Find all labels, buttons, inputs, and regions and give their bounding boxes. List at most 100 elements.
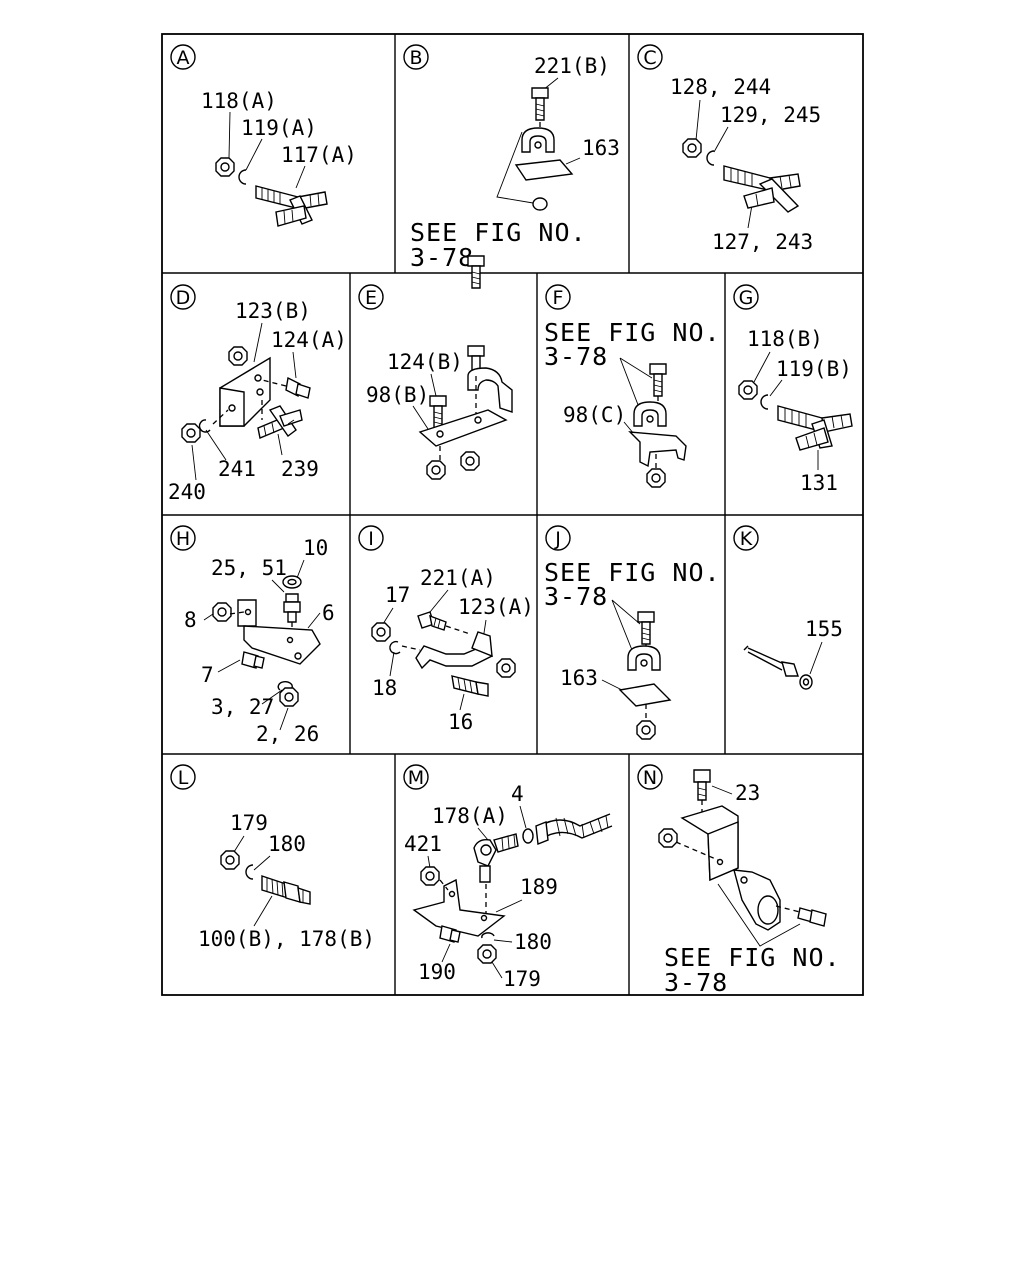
part-label: 124(B) (387, 350, 463, 374)
hose-end-icon (743, 645, 799, 677)
part-label: 118(A) (201, 89, 277, 113)
part-label: 18 (372, 676, 397, 700)
panel-j: J SEE FIG NO. 3-78 163 (544, 525, 721, 740)
bolt-icon (439, 925, 461, 943)
panel-k: K 155 (733, 525, 843, 690)
part-label: 163 (582, 136, 620, 160)
washer-icon (245, 864, 254, 880)
panel-letter: F (553, 287, 564, 309)
clamp-icon (521, 127, 555, 153)
bracket-icon (412, 878, 506, 937)
part-label: 180 (514, 930, 552, 954)
cross-fitting-icon (777, 405, 853, 451)
nut-icon (646, 468, 666, 488)
nut-icon (477, 944, 497, 964)
washer-icon (238, 169, 247, 185)
nut-icon (228, 346, 248, 366)
part-label: 25, 51 (211, 556, 287, 580)
washer-icon (760, 394, 769, 410)
bracket-icon (237, 599, 321, 665)
bolt-icon (649, 363, 667, 397)
nut-icon (426, 460, 446, 480)
nut-icon (215, 157, 235, 177)
nut-icon (279, 687, 299, 707)
panel-letter-badge (733, 525, 759, 551)
part-label: 10 (303, 536, 328, 560)
panel-letter: C (643, 47, 656, 69)
part-label: 8 (184, 608, 197, 632)
bolt-icon (429, 395, 447, 429)
panel-letter-badge (358, 525, 384, 551)
panel-letter-badge (170, 525, 196, 551)
part-label: 178(A) (432, 804, 508, 828)
panel-letter: A (177, 47, 190, 69)
part-label: 123(A) (458, 595, 534, 619)
plate-icon (418, 409, 508, 447)
see-fig-note: SEE FIG NO. (544, 318, 721, 347)
part-label: 189 (520, 875, 558, 899)
bracket-icon (219, 356, 271, 427)
nut-icon (496, 658, 516, 678)
clamp-icon (467, 367, 513, 413)
panel-grid (161, 33, 864, 996)
bolt-icon (467, 255, 485, 289)
nut-icon (420, 866, 440, 886)
see-fig-number: 3-78 (410, 243, 474, 272)
panel-letter: N (643, 767, 657, 789)
panel-i: I 17 221(A) 123(A) 18 16 (358, 525, 534, 734)
nut-icon (371, 622, 391, 642)
washer-icon (198, 419, 211, 433)
panel-letter-badge (733, 284, 759, 310)
part-label: 179 (230, 811, 268, 835)
part-label: 100(B), 178(B) (198, 927, 375, 951)
part-label: 190 (418, 960, 456, 984)
see-fig-note: SEE FIG NO. (544, 558, 721, 587)
part-label: 3, 27 (211, 695, 274, 719)
see-fig-number: 3-78 (544, 342, 608, 371)
panel-letter-badge (170, 44, 196, 70)
nut-icon (181, 423, 201, 443)
part-label: 239 (281, 457, 319, 481)
bracket-icon (628, 431, 687, 468)
panel-m: M 4 178(A) 421 189 180 190 179 (403, 764, 613, 991)
panel-letter-badge (403, 44, 429, 70)
part-label: 98(B) (366, 383, 429, 407)
bolt-icon (693, 769, 711, 801)
panel-letter: E (365, 287, 377, 309)
see-fig-note: SEE FIG NO. (410, 218, 587, 247)
nut-icon (738, 380, 758, 400)
washer-icon (706, 150, 715, 166)
washer-icon (277, 681, 293, 691)
panel-a: A 118(A) 119(A) 117(A) (170, 44, 357, 227)
panel-g: G 118(B) 119(B) 131 (733, 284, 853, 495)
part-label: 17 (385, 583, 410, 607)
see-fig-number: 3-78 (544, 582, 608, 611)
part-label: 98(C) (563, 403, 626, 427)
panel-l: L 179 180 100(B), 178(B) (170, 764, 375, 951)
washer-icon (522, 828, 534, 844)
panel-letter-badge (403, 764, 429, 790)
part-label: 23 (735, 781, 760, 805)
part-label: 2, 26 (256, 722, 319, 746)
union-fitting-icon (261, 875, 311, 905)
part-label: 163 (560, 666, 598, 690)
nut-icon (460, 451, 480, 471)
nut-icon (682, 138, 702, 158)
cross-fitting-icon (723, 165, 801, 213)
part-label: 421 (404, 832, 442, 856)
clamp-icon (633, 401, 667, 427)
part-label: 16 (448, 710, 473, 734)
panel-letter: H (176, 528, 190, 550)
panel-letter: M (408, 767, 424, 789)
part-label: 179 (503, 967, 541, 991)
part-label: 221(A) (420, 566, 496, 590)
bolt-icon (797, 907, 827, 927)
part-label: 128, 244 (670, 75, 771, 99)
part-label: 119(B) (776, 357, 852, 381)
panel-letter: I (368, 528, 374, 550)
panel-c: C 128, 244 129, 245 127, 243 (637, 44, 821, 254)
bolt-icon (637, 611, 655, 645)
panel-letter: D (176, 287, 191, 309)
panel-e: E 124(B) 98(B) (358, 255, 513, 480)
